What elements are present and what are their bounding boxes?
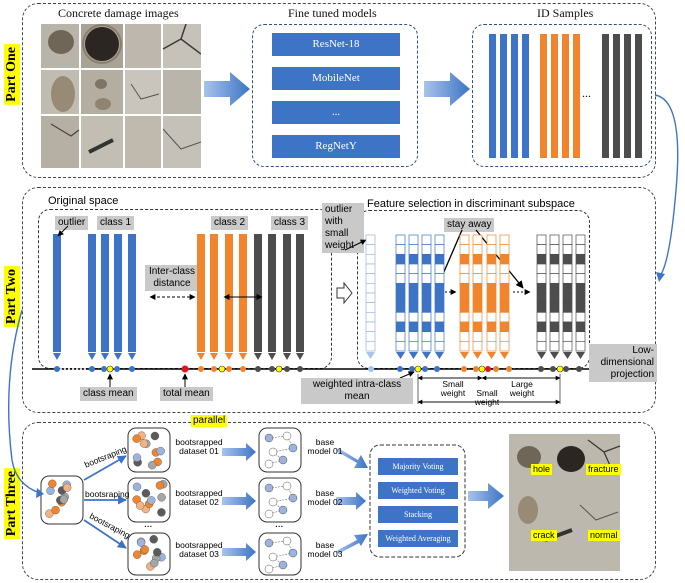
- bootstrapped-dataset-03: bootsrapped dataset 03: [172, 541, 226, 559]
- stay-away-tag: stay away: [444, 218, 495, 232]
- outlier-small-weight-text: outlier with small weight: [325, 204, 354, 251]
- class2-tag: class 2: [211, 216, 249, 230]
- arrow-right-icon: [204, 72, 250, 106]
- model-ellipsis: ...: [272, 101, 400, 124]
- result-tag-normal: normal: [588, 530, 620, 541]
- base-model-01-text: base model 01: [307, 437, 343, 456]
- small-weight-label-1: Small weight: [438, 380, 468, 398]
- heading-id-samples: ID Samples: [537, 6, 594, 20]
- ensemble-weighted-averaging: Weighted Averaging: [378, 530, 458, 547]
- bootstrapped-dataset-01: bootsrapped dataset 01: [172, 438, 226, 456]
- base-model-03-text: base model 03: [307, 540, 343, 559]
- result-tag-fracture: fracture: [586, 464, 621, 475]
- model-regnety: RegNetY: [272, 135, 400, 158]
- part-two-box: [22, 187, 656, 413]
- ensemble-majority-voting: Majority Voting: [378, 458, 458, 475]
- inter-class-distance-text: Inter-class distance: [148, 266, 196, 289]
- models-box: [252, 24, 418, 167]
- part-one-label: Part One: [4, 44, 20, 105]
- result-tag-crack: crack: [531, 530, 557, 541]
- inter-class-distance-tag: Inter-class distance: [145, 265, 199, 291]
- class3-tag: class 3: [271, 216, 309, 230]
- concrete-damage-photo-grid: [41, 24, 201, 168]
- arrow-right-icon: [424, 72, 470, 106]
- parallel-tag: parallel: [191, 415, 228, 427]
- large-weight-text: Large weight: [509, 379, 535, 398]
- weighted-intra-class-mean-tag: weighted intra-class mean: [301, 378, 413, 404]
- small-weight-2-text: Small weight: [474, 388, 500, 407]
- part-three-label: Part Three: [4, 468, 20, 540]
- base-model-02: base model 02: [305, 489, 345, 507]
- low-dim-projection-text: Low-dimensional projection: [600, 345, 654, 380]
- class1-tag: class 1: [97, 216, 135, 230]
- base-model-01: base model 01: [305, 438, 345, 456]
- original-space-title: Original space: [48, 195, 119, 207]
- discriminant-box: [357, 210, 590, 369]
- dataset-03-text: bootsrapped dataset 03: [175, 540, 223, 559]
- bootstrapping-label-2: bootsraping: [85, 489, 130, 499]
- dataset-01-text: bootsrapped dataset 01: [175, 437, 223, 456]
- id-samples-box: [472, 24, 652, 167]
- small-weight-label-2: Small weight: [472, 389, 502, 407]
- bootstrapped-dataset-02: bootsrapped dataset 02: [172, 489, 226, 507]
- small-weight-1-text: Small weight: [440, 379, 466, 398]
- model-resnet18: ResNet-18: [272, 33, 400, 56]
- outlier-tag: outlier: [55, 216, 89, 230]
- large-weight-label: Large weight: [507, 380, 537, 398]
- samples-ellipsis: ...: [582, 86, 591, 100]
- feature-selection-title: Feature selection in discriminant subspa…: [367, 198, 575, 210]
- base-model-02-text: base model 02: [307, 488, 343, 507]
- weighted-intra-class-mean-text: weighted intra-class mean: [312, 379, 402, 402]
- dataset-02-text: bootsrapped dataset 02: [175, 488, 223, 507]
- result-tag-hole: hole: [531, 464, 553, 475]
- low-dim-projection-tag: Low-dimensional projection: [589, 344, 657, 382]
- ensemble-weighted-voting: Weighted Voting: [378, 482, 458, 499]
- part-two-label: Part Two: [4, 266, 20, 328]
- heading-damage-images: Concrete damage images: [58, 6, 179, 20]
- heading-fine-tuned-models: Fine tuned models: [288, 6, 377, 20]
- class-mean-tag: class mean: [80, 387, 137, 401]
- outlier-small-weight-tag: outlier with small weight: [322, 203, 364, 253]
- dataset-ellipsis: ...: [144, 518, 153, 530]
- total-mean-tag: total mean: [160, 387, 213, 401]
- base-model-ellipsis: ...: [275, 518, 284, 530]
- part-one-box: [22, 3, 656, 178]
- part-three-box: [22, 422, 656, 580]
- base-model-03: base model 03: [305, 541, 345, 559]
- model-mobilenet: MobileNet: [272, 67, 400, 90]
- ensemble-stacking: Stacking: [378, 506, 458, 523]
